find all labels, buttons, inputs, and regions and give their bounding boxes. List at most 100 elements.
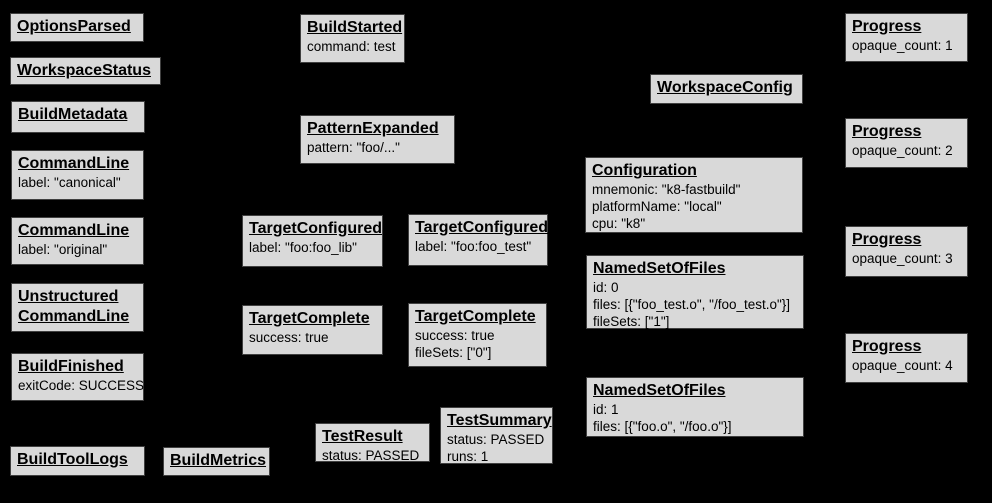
event-node-details: mnemonic: "k8-fastbuild" platformName: "l… <box>592 181 796 232</box>
event-node-title: BuildToolLogs <box>17 450 138 470</box>
node-named-set-of-files-1-detail: files: [{"foo.o", "/foo.o"}] <box>593 419 732 434</box>
event-node-title: NamedSetOfFiles <box>593 381 797 401</box>
event-node-title: Configuration <box>592 161 796 181</box>
node-progress-1: Progress opaque_count: 1 <box>845 13 968 62</box>
event-node-title: TargetConfigured <box>249 219 383 239</box>
node-build-finished: BuildFinished exitCode: SUCCESS <box>11 353 144 401</box>
node-pattern-expanded-detail: pattern: "foo/..." <box>307 140 400 155</box>
node-workspace-status-title: WorkspaceStatus <box>17 62 151 79</box>
node-target-complete-foo-lib-title: TargetComplete <box>249 310 370 327</box>
node-target-configured-foo-lib-detail: label: "foo:foo_lib" <box>249 240 357 255</box>
node-workspace-config-title: WorkspaceConfig <box>657 79 793 96</box>
node-test-result-title: TestResult <box>322 428 403 445</box>
node-target-configured-foo-test: TargetConfigured label: "foo:foo_test" <box>408 214 548 266</box>
event-node-title: WorkspaceConfig <box>657 78 796 98</box>
node-named-set-of-files-1-detail: id: 1 <box>593 402 619 417</box>
event-node-details: opaque_count: 3 <box>852 250 961 267</box>
node-build-metrics: BuildMetrics <box>163 447 270 476</box>
event-node-title: TestResult <box>322 427 423 447</box>
event-node-title: Progress <box>852 122 961 142</box>
event-node-details: label: "original" <box>18 241 137 258</box>
node-progress-3: Progress opaque_count: 3 <box>845 226 968 277</box>
node-build-metadata: BuildMetadata <box>11 101 145 133</box>
event-node-details: label: "foo:foo_test" <box>415 238 541 255</box>
node-build-finished-detail: exitCode: SUCCESS <box>18 378 145 393</box>
node-progress-4-title: Progress <box>852 338 922 355</box>
event-node-details: exitCode: SUCCESS <box>18 377 145 394</box>
node-test-summary-detail: runs: 1 <box>447 449 489 464</box>
node-target-configured-foo-test-title: TargetConfigured <box>415 219 549 236</box>
node-target-configured-foo-lib: TargetConfigured label: "foo:foo_lib" <box>242 215 383 267</box>
node-configuration-detail: mnemonic: "k8-fastbuild" <box>592 182 741 197</box>
event-node-details: success: true fileSets: ["0"] <box>415 327 540 361</box>
node-command-line-canonical-title: CommandLine <box>18 155 130 172</box>
node-progress-4: Progress opaque_count: 4 <box>845 333 968 383</box>
event-node-title: BuildFinished <box>18 357 137 377</box>
event-node-title: TargetComplete <box>415 307 540 327</box>
node-test-summary-detail: status: PASSED <box>447 432 545 447</box>
node-build-tool-logs: BuildToolLogs <box>10 446 145 476</box>
event-node-title: Progress <box>852 337 961 357</box>
event-node-details: success: true <box>249 329 376 346</box>
node-command-line-canonical-detail: label: "canonical" <box>18 175 121 190</box>
node-named-set-of-files-0-detail: fileSets: ["1"] <box>593 314 670 329</box>
event-node-title: BuildMetrics <box>170 451 267 471</box>
event-node-details: opaque_count: 2 <box>852 142 961 159</box>
node-configuration-title: Configuration <box>592 162 697 179</box>
node-unstructured-command-line-title: CommandLine <box>18 308 130 325</box>
node-progress-1-title: Progress <box>852 18 922 35</box>
node-build-metadata-title: BuildMetadata <box>18 106 128 123</box>
node-progress-2-detail: opaque_count: 2 <box>852 143 953 158</box>
node-target-configured-foo-test-detail: label: "foo:foo_test" <box>415 239 532 254</box>
event-node-title: PatternExpanded <box>307 119 448 139</box>
node-named-set-of-files-0-detail: files: [{"foo_test.o", "/foo_test.o"}] <box>593 297 791 312</box>
event-node-title: TargetComplete <box>249 309 376 329</box>
event-node-title: WorkspaceStatus <box>17 61 154 81</box>
node-build-metrics-title: BuildMetrics <box>170 452 267 469</box>
event-node-details: id: 1 files: [{"foo.o", "/foo.o"}] <box>593 401 797 435</box>
node-unstructured-command-line-title: Unstructured <box>18 288 119 305</box>
event-node-details: command: test <box>307 38 398 55</box>
node-progress-2: Progress opaque_count: 2 <box>845 118 968 168</box>
node-command-line-original: CommandLine label: "original" <box>11 217 144 265</box>
node-command-line-original-detail: label: "original" <box>18 242 108 257</box>
event-node-title: Progress <box>852 230 961 250</box>
node-configuration-detail: cpu: "k8" <box>592 216 646 231</box>
node-test-result: TestResult status: PASSED <box>315 423 430 464</box>
node-test-result-detail: status: PASSED <box>322 448 420 463</box>
event-node-title: Progress <box>852 17 961 37</box>
node-progress-3-detail: opaque_count: 3 <box>852 251 953 266</box>
node-target-configured-foo-lib-title: TargetConfigured <box>249 220 383 237</box>
node-workspace-status: WorkspaceStatus <box>10 57 161 85</box>
event-node-title: TargetConfigured <box>415 218 549 238</box>
node-target-complete-foo-test-title: TargetComplete <box>415 308 536 325</box>
node-target-complete-foo-test-detail: success: true <box>415 328 495 343</box>
node-pattern-expanded: PatternExpanded pattern: "foo/..." <box>300 115 455 164</box>
node-build-finished-title: BuildFinished <box>18 358 124 375</box>
node-workspace-config: WorkspaceConfig <box>650 74 803 104</box>
event-node-details: pattern: "foo/..." <box>307 139 448 156</box>
node-command-line-original-title: CommandLine <box>18 222 130 239</box>
node-build-started-title: BuildStarted <box>307 19 403 36</box>
node-build-started-detail: command: test <box>307 39 396 54</box>
event-node-details: status: PASSED <box>322 447 423 464</box>
node-target-complete-foo-test-detail: fileSets: ["0"] <box>415 345 492 360</box>
event-node-title: NamedSetOfFiles <box>593 259 797 279</box>
node-named-set-of-files-1-title: NamedSetOfFiles <box>593 382 726 399</box>
node-command-line-canonical: CommandLine label: "canonical" <box>11 150 144 200</box>
node-target-complete-foo-lib-detail: success: true <box>249 330 329 345</box>
node-named-set-of-files-0-title: NamedSetOfFiles <box>593 260 726 277</box>
node-progress-4-detail: opaque_count: 4 <box>852 358 953 373</box>
node-progress-2-title: Progress <box>852 123 922 140</box>
event-node-details: label: "foo:foo_lib" <box>249 239 376 256</box>
node-build-started: BuildStarted command: test <box>300 14 405 63</box>
node-test-summary: TestSummary status: PASSED runs: 1 <box>440 407 553 464</box>
node-test-summary-title: TestSummary <box>447 412 552 429</box>
node-configuration-detail: platformName: "local" <box>592 199 722 214</box>
event-node-title: TestSummary <box>447 411 552 431</box>
